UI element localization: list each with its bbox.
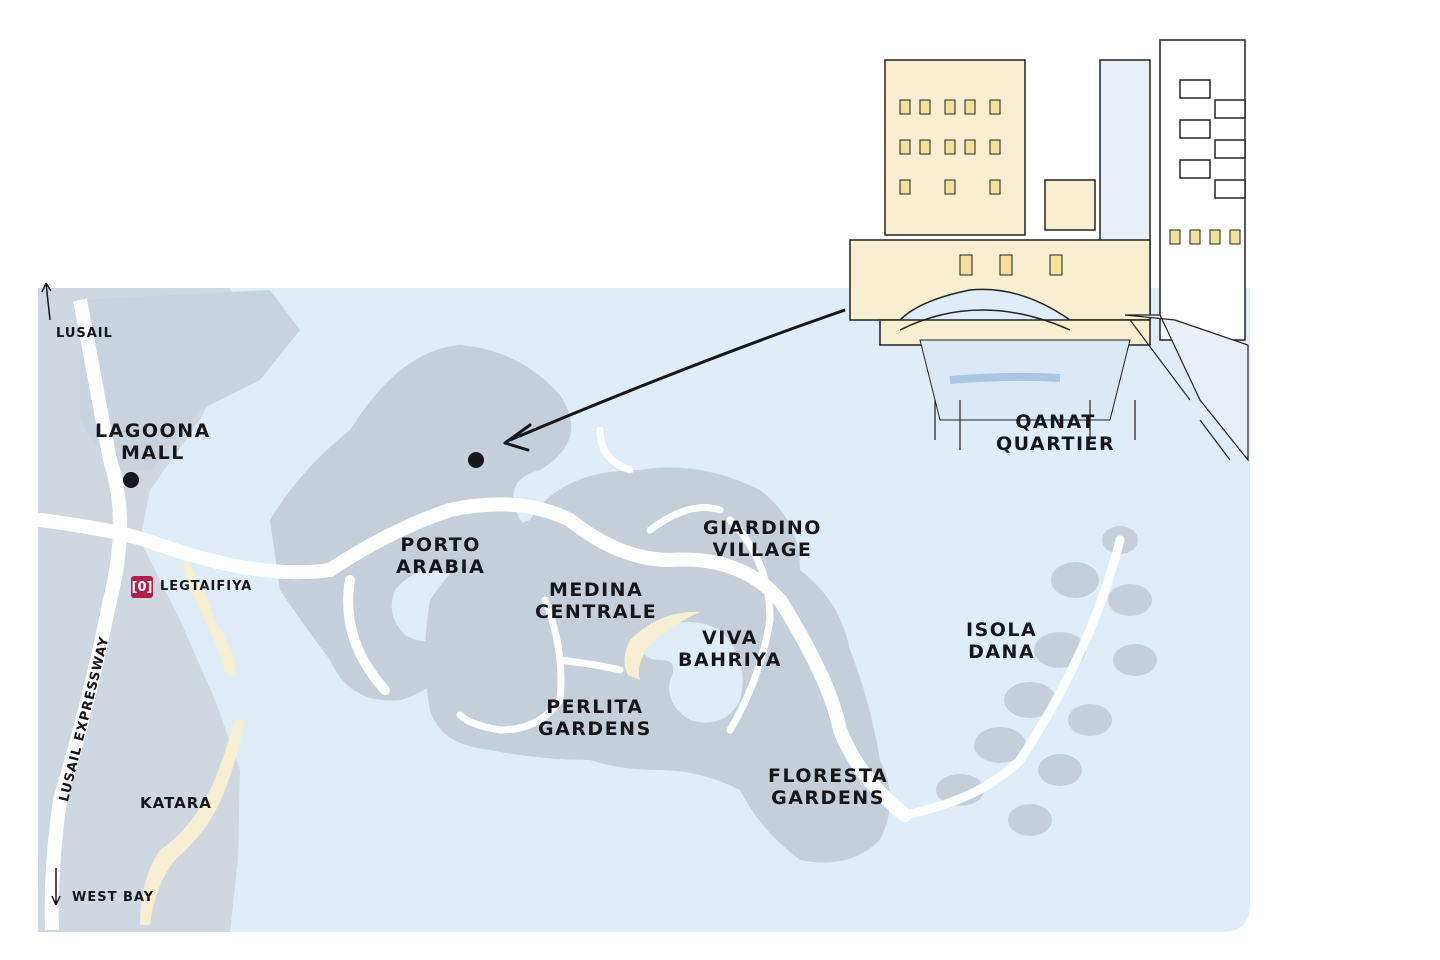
porto-arabia-ring-road	[343, 575, 390, 695]
floresta-gardens-label: FLORESTA GARDENS	[768, 765, 889, 809]
isola-dana-islands	[936, 526, 1157, 836]
lusail-expressway-road	[44, 298, 127, 931]
porto-arabia-label: PORTO ARABIA	[396, 534, 486, 578]
giardino-village-label: GIARDINO VILLAGE	[703, 517, 822, 561]
north-land-block	[80, 290, 300, 470]
viva-bahriya-label: VIVA BAHRIYA	[678, 627, 782, 671]
central-island-roads	[456, 426, 774, 734]
perlita-gardens-label: PERLITA GARDENS	[538, 696, 652, 740]
metro-icon: [0]	[131, 576, 153, 598]
arrow-icon	[503, 308, 846, 452]
medina-centrale-label: MEDINA CENTRALE	[535, 579, 658, 623]
south-arrow-icon	[51, 868, 61, 906]
isola-dana-label: ISOLA DANA	[966, 619, 1038, 663]
north-arrow-icon	[41, 282, 52, 321]
viva-bahriya-lagoon	[640, 622, 743, 723]
lagoona-mall-label: LAGOONA MALL	[95, 420, 211, 464]
qanat-quartier-label: QANAT QUARTIER	[996, 411, 1116, 455]
legtaifiya-station-label: LEGTAIFIYA	[160, 579, 253, 594]
beach-katara	[140, 720, 245, 925]
west-bay-direction-label: WEST BAY	[72, 890, 155, 905]
lusail-direction-label: LUSAIL	[56, 326, 113, 341]
katara-label: KATARA	[140, 794, 212, 812]
central-island	[425, 467, 890, 863]
lagoona-mall-marker	[123, 472, 139, 488]
west-coast-land	[38, 288, 240, 932]
beach-legtaifiya	[183, 555, 236, 676]
qanat-quartier-illustration	[849, 39, 1249, 462]
isola-dana-spine-road	[900, 535, 1125, 820]
beach-viva-bahriya	[624, 611, 700, 680]
main-road	[33, 497, 912, 822]
porto-arabia-marker	[468, 452, 484, 468]
